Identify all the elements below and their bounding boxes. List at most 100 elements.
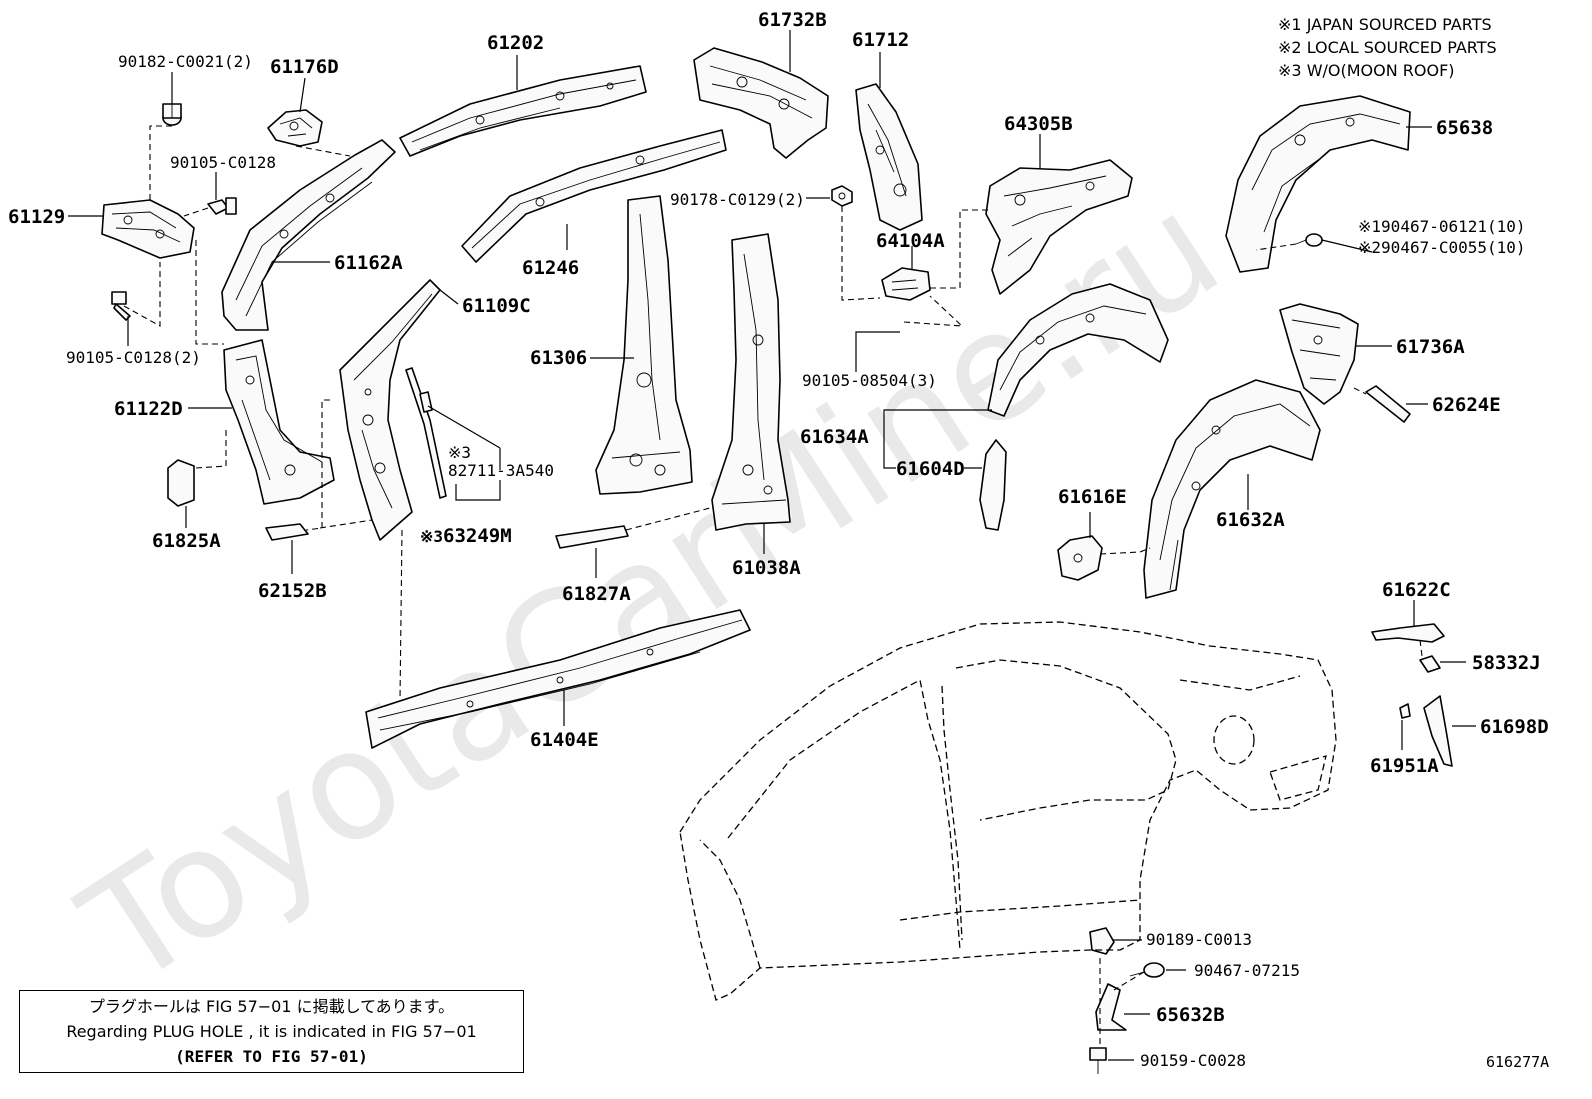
label-61109C: 61109C <box>462 295 531 317</box>
label-61732B: 61732B <box>758 9 827 31</box>
plug-note-en: Regarding PLUG HOLE , it is indicated in… <box>66 1022 477 1041</box>
label-64305B: 64305B <box>1004 113 1073 135</box>
leader-lines <box>68 30 1476 1061</box>
label-61604D: 61604D <box>896 458 965 480</box>
panel-61736A-icon <box>1279 303 1359 405</box>
pillar-61162A-icon <box>221 139 396 331</box>
bracket-61698D-icon <box>1423 695 1453 767</box>
svg-text:※290467-C0055(10): ※290467-C0055(10) <box>1358 238 1526 257</box>
bolt-90105a-icon <box>207 197 237 215</box>
roof-rail-61202-icon <box>399 65 647 157</box>
label-61038A: 61038A <box>732 557 801 579</box>
label-61122D: 61122D <box>114 398 183 420</box>
pillar-61122D-icon <box>223 339 335 505</box>
part-labels: 90182-C0021(2) 61176D 61202 61732B 61712… <box>8 9 1549 1070</box>
label-62624E: 62624E <box>1432 394 1501 416</box>
panel-61732B-icon <box>693 47 829 159</box>
svg-text:※2 LOCAL SOURCED PARTS: ※2 LOCAL SOURCED PARTS <box>1278 38 1497 57</box>
screw-90467-07215-icon <box>1129 962 1165 978</box>
label-61404E: 61404E <box>530 729 599 751</box>
pad-61827A-icon <box>555 525 629 549</box>
figure-id: 616277A <box>1486 1053 1550 1071</box>
label-65638: 65638 <box>1436 117 1493 139</box>
label-82711: 82711-3A540 <box>448 461 554 480</box>
plug-note-jp: プラグホールは FIG 57−01 に掲載してあります。 <box>88 997 455 1016</box>
label-61129: 61129 <box>8 206 65 228</box>
body-side-outline <box>679 621 1337 1001</box>
label-90105b: 90105-C0128(2) <box>66 348 201 367</box>
label-90105-08504: 90105-08504(3) <box>802 371 937 390</box>
label-61176D: 61176D <box>270 56 339 78</box>
mark-moonroof: ※3 <box>448 443 471 462</box>
label-64104A: 64104A <box>876 230 945 252</box>
label-90178: 90178-C0129(2) <box>670 190 805 209</box>
panel-61616E-icon <box>1057 535 1103 581</box>
label-90159: 90159-C0028 <box>1140 1051 1246 1070</box>
bracket-61129-icon <box>101 199 195 259</box>
pad-61825A-icon <box>167 459 195 507</box>
bolt-90159-icon <box>1089 1047 1107 1074</box>
plug-hole-note: プラグホールは FIG 57−01 に掲載してあります。 Regarding P… <box>19 990 524 1073</box>
label-90467-C0055: 90467-C0055(10) <box>1381 238 1526 257</box>
label-61162A: 61162A <box>334 252 403 274</box>
label-61306: 61306 <box>530 347 587 369</box>
panel-61604D-icon <box>979 439 1007 531</box>
pillar-61038A-icon <box>711 233 791 531</box>
svg-text:※363249M: ※363249M <box>420 525 512 547</box>
roof-inner-61246-icon <box>461 129 727 263</box>
bracket-61622C-icon <box>1371 623 1445 643</box>
svg-text:※3 W/O(MOON ROOF): ※3 W/O(MOON ROOF) <box>1278 61 1455 80</box>
pad-62624E-icon <box>1365 385 1411 423</box>
nut-90182-icon <box>162 103 182 126</box>
quarter-61632A-icon <box>1143 379 1321 599</box>
label-90189: 90189-C0013 <box>1146 930 1252 949</box>
nut-90178-icon <box>831 185 853 207</box>
mark-moonroof-2: ※3 <box>420 527 443 546</box>
rocker-61404E-icon <box>365 609 751 749</box>
label-61825A: 61825A <box>152 530 221 552</box>
label-61634A: 61634A <box>800 426 869 448</box>
plug-note-ref: (REFER TO FIG 57-01) <box>175 1047 368 1066</box>
panel-61712-icon <box>855 83 923 231</box>
label-62152B: 62152B <box>258 580 327 602</box>
clip-58332J-icon <box>1419 655 1441 673</box>
clip-61951A-icon <box>1399 703 1411 719</box>
bracket-61176D-icon <box>267 109 323 147</box>
label-61951A: 61951A <box>1370 755 1439 777</box>
screw-90467-icon <box>1295 233 1323 247</box>
label-90467-06121: 90467-06121(10) <box>1381 217 1526 236</box>
legend: ※1 JAPAN SOURCED PARTS ※2 LOCAL SOURCED … <box>1278 15 1497 80</box>
mark-japan: ※1 <box>1358 217 1381 236</box>
svg-text:※190467-06121(10): ※190467-06121(10) <box>1358 217 1526 236</box>
nut-90189-icon <box>1089 927 1115 955</box>
label-61632A: 61632A <box>1216 509 1285 531</box>
pad-62152B-icon <box>265 523 309 541</box>
label-61736A: 61736A <box>1396 336 1465 358</box>
label-61827A: 61827A <box>562 583 631 605</box>
label-63249M: 63249M <box>443 525 512 547</box>
bracket-65632B-icon <box>1095 983 1127 1031</box>
label-61246: 61246 <box>522 257 579 279</box>
liner-65638-icon <box>1225 95 1411 273</box>
bracket-64104A-icon <box>881 267 931 301</box>
label-90182: 90182-C0021(2) <box>118 52 253 71</box>
label-61712: 61712 <box>852 29 909 51</box>
panel-64305B-icon <box>985 159 1133 295</box>
label-65632B: 65632B <box>1156 1004 1225 1026</box>
label-90467-07215: 90467-07215 <box>1194 961 1300 980</box>
strip-63249M-icon <box>405 367 447 499</box>
label-90105a: 90105-C0128 <box>170 153 276 172</box>
label-58332J: 58332J <box>1472 652 1541 674</box>
label-61202: 61202 <box>487 32 544 54</box>
assembly-lines <box>123 125 1423 1048</box>
label-61622C: 61622C <box>1382 579 1451 601</box>
bolt-90105b-icon <box>111 291 131 321</box>
wheelhouse-61634A-icon <box>987 283 1169 417</box>
label-61698D: 61698D <box>1480 716 1549 738</box>
pillar-61306-icon <box>595 195 693 495</box>
pillar-61109C-icon <box>339 279 441 541</box>
label-61616E: 61616E <box>1058 486 1127 508</box>
mark-local: ※2 <box>1358 238 1381 257</box>
svg-text:※1 JAPAN SOURCED PARTS: ※1 JAPAN SOURCED PARTS <box>1278 15 1492 34</box>
